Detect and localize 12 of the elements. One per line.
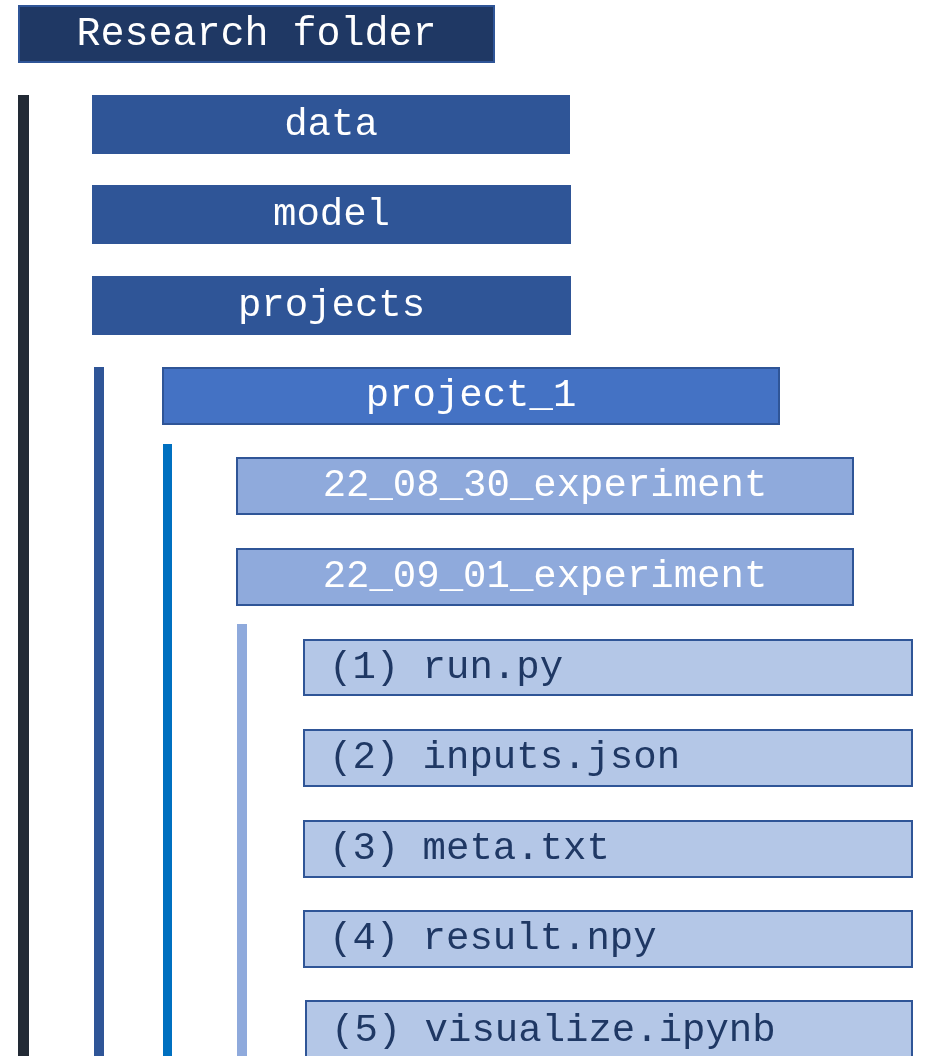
folder-box: 22_08_30_experiment <box>236 457 854 515</box>
root-folder-box: Research folder <box>18 5 495 63</box>
file-box: (2) inputs.json <box>303 729 913 787</box>
file-box: (3) meta.txt <box>303 820 913 878</box>
folder-box: data <box>92 95 570 154</box>
file-box: (4) result.npy <box>303 910 913 968</box>
file-box: (5) visualize.ipynb <box>305 1000 913 1056</box>
file-box: (1) run.py <box>303 639 913 696</box>
folder-box: projects <box>92 276 571 335</box>
folder-box: project_1 <box>162 367 780 425</box>
folder-box: model <box>92 185 571 244</box>
folder-box: 22_09_01_experiment <box>236 548 854 606</box>
